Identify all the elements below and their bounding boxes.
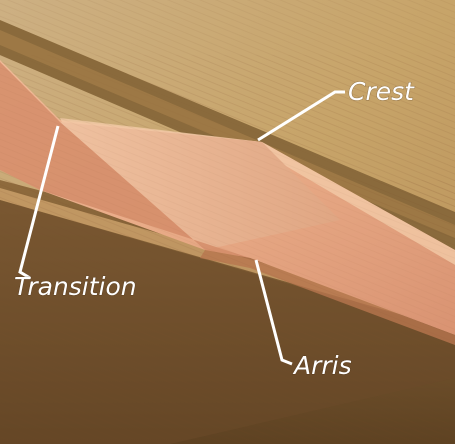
crest-label: Crest — [348, 77, 415, 106]
arris-label: Arris — [292, 351, 352, 380]
transition-label: Transition — [14, 272, 137, 301]
